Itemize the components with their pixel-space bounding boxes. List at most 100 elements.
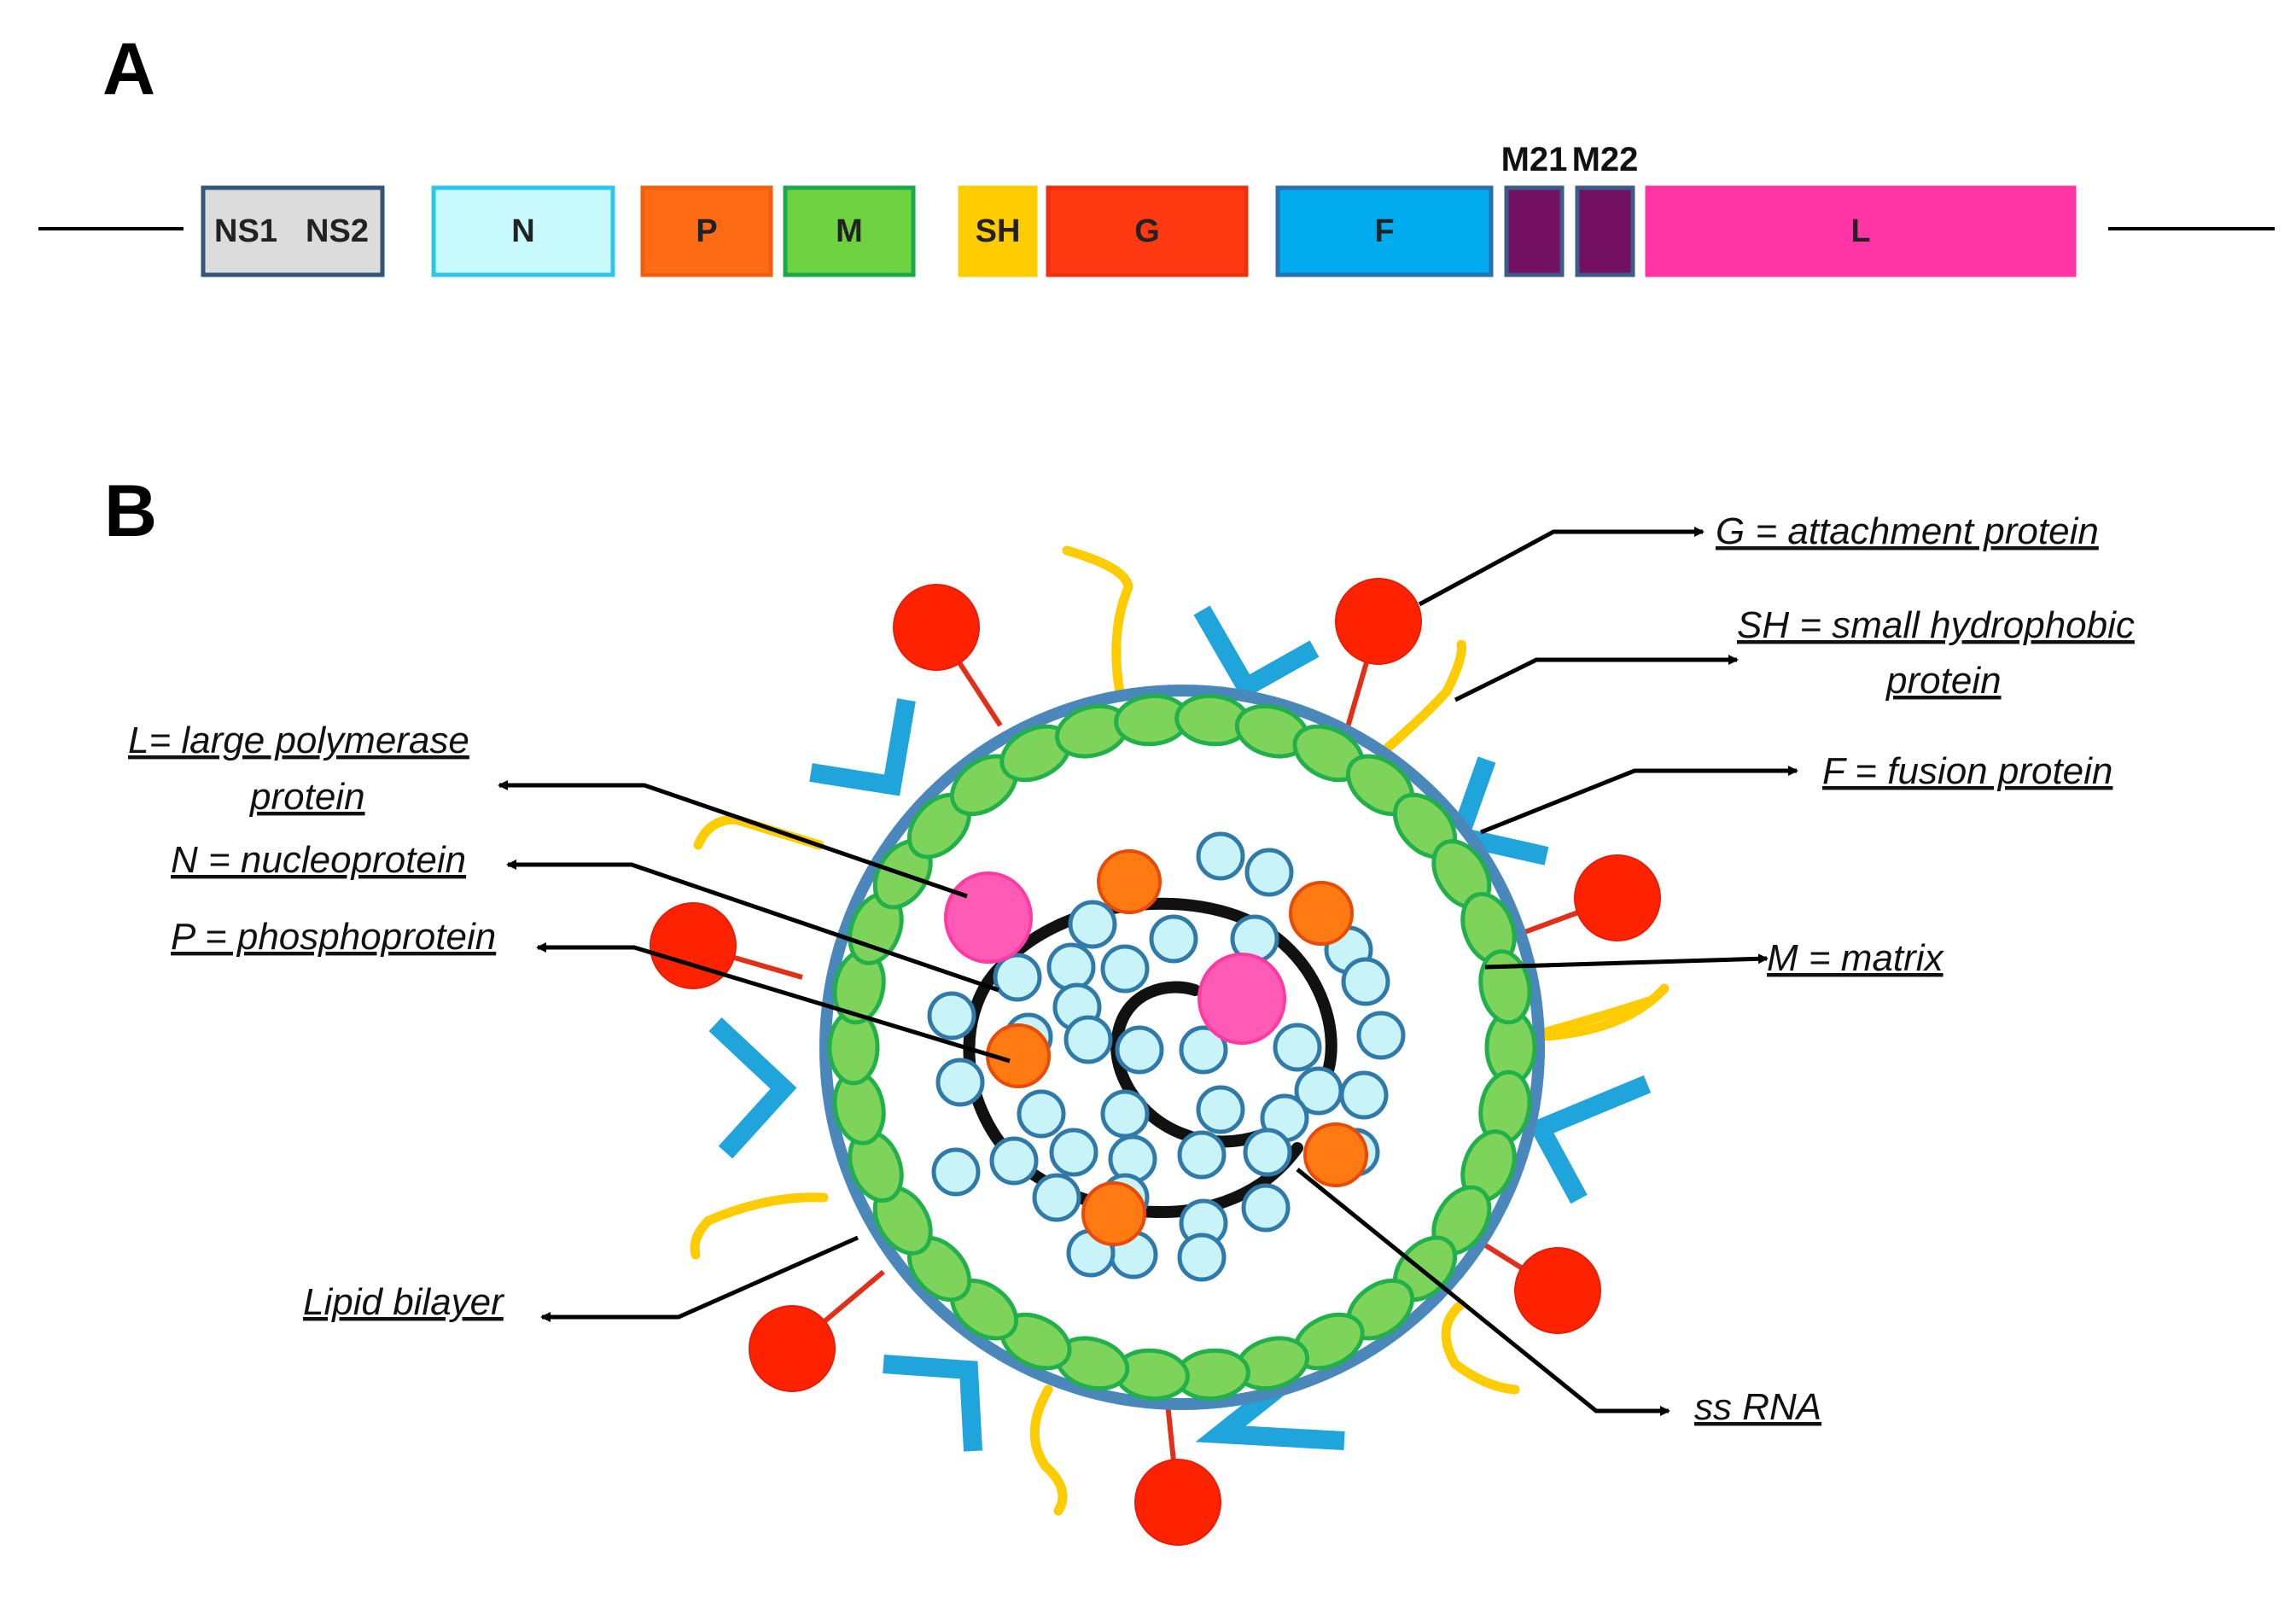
- f-protein: [809, 698, 916, 796]
- phosphoprotein: [1097, 849, 1162, 914]
- l-polymerase: [944, 871, 1033, 964]
- f-protein: [1193, 605, 1320, 700]
- gene-label-f: F: [1374, 213, 1394, 249]
- nucleoprotein: [1177, 1233, 1227, 1282]
- nucleoprotein: [1046, 942, 1096, 992]
- phosphoprotein: [1081, 1181, 1146, 1246]
- nucleoprotein: [1064, 1015, 1113, 1064]
- nucleoprotein: [935, 1058, 985, 1107]
- pointer-arrows: [498, 527, 1798, 1416]
- g-protein: [1134, 1459, 1221, 1546]
- sh-protein: [690, 1192, 829, 1260]
- gene-l: L: [1645, 185, 2077, 277]
- nucleoprotein: [1100, 1089, 1150, 1139]
- gene-label-sh: SH: [976, 213, 1021, 249]
- phosphoprotein: [1303, 1122, 1368, 1187]
- nucleoprotein: [1243, 1128, 1292, 1177]
- label-f-fusion: F = fusion protein: [1822, 750, 2112, 792]
- nucleoprotein: [1356, 1011, 1406, 1060]
- gene-box-m: [783, 185, 916, 277]
- nucleoprotein: [989, 1136, 1039, 1186]
- matrix-protein: [1478, 949, 1532, 1025]
- gene-box-m21: [1504, 185, 1565, 277]
- sh-protein: [1371, 639, 1466, 763]
- g-protein: [1335, 578, 1422, 665]
- arrow-n: [506, 860, 999, 993]
- sh-protein: [1526, 983, 1670, 1042]
- panel-b-letter: B: [104, 470, 157, 552]
- nucleoprotein: [1241, 1183, 1291, 1233]
- arrow-sh: [1454, 655, 1739, 702]
- arrow-l: [498, 780, 968, 899]
- nucleoprotein: [1017, 1089, 1066, 1139]
- label-n-nucleoprotein: N = nucleoprotein: [171, 839, 466, 881]
- label-ss-rna: ss RNA: [1694, 1386, 1821, 1428]
- gene-label-m21: M21: [1501, 141, 1568, 178]
- panel-a-letter: A: [102, 28, 155, 110]
- gene-box-p: [640, 185, 773, 277]
- nucleoprotein: [1115, 1025, 1164, 1075]
- g-protein: [1574, 854, 1661, 941]
- nucleoprotein: [1179, 1025, 1228, 1075]
- gene-box-sh: [958, 185, 1038, 277]
- nucleoprotein: [1341, 957, 1390, 1006]
- nucleoprotein: [931, 1147, 981, 1197]
- gene-label-ns2: NS2: [306, 213, 369, 249]
- gene-n: N: [431, 185, 615, 277]
- arrow-p: [536, 942, 1011, 1064]
- label-l-line2: protein: [248, 776, 365, 818]
- nucleoprotein: [1149, 914, 1198, 964]
- nucleocapsid: [927, 831, 1406, 1282]
- gene-label-g: G: [1134, 213, 1160, 249]
- phosphoprotein: [1289, 881, 1354, 946]
- gene-box-f: [1275, 185, 1494, 277]
- arrow-ssrna: [1296, 1168, 1670, 1416]
- label-p-phosphoprotein: P = phosphoprotein: [171, 916, 496, 958]
- nucleoprotein: [1273, 1023, 1322, 1072]
- gene-label-ns1: NS1: [214, 213, 277, 249]
- nucleoprotein: [993, 953, 1042, 1002]
- gene-box-l: [1645, 185, 2077, 277]
- sh-protein: [1062, 545, 1133, 698]
- sh-protein: [1029, 1384, 1068, 1516]
- gene-label-m: M: [836, 213, 863, 249]
- label-l-line1: L= large polymerase: [128, 720, 469, 761]
- nucleoprotein: [1177, 1130, 1227, 1180]
- gene-box-g: [1046, 185, 1249, 277]
- f-protein: [883, 1355, 982, 1452]
- nucleoprotein: [1339, 1070, 1389, 1120]
- gene-box-ns: [201, 185, 385, 277]
- nucleoprotein: [1068, 900, 1117, 949]
- label-m-matrix: M = matrix: [1767, 937, 1945, 979]
- arrow-f: [1480, 766, 1798, 835]
- g-protein: [749, 1305, 836, 1392]
- label-sh-line1: SH = small hydrophobic: [1737, 604, 2135, 646]
- label-g-attachment: G = attachment protein: [1716, 510, 2099, 552]
- label-sh-line2: protein: [1885, 660, 2002, 702]
- gene-ns: NS1 NS2: [201, 185, 385, 277]
- nucleoprotein: [1100, 944, 1150, 994]
- gene-label-l: L: [1850, 213, 1870, 249]
- gene-box-m22: [1575, 185, 1635, 277]
- gene-m22: M22: [1572, 141, 1639, 277]
- gene-label-m22: M22: [1572, 141, 1639, 178]
- gene-p: P: [640, 185, 773, 277]
- arrow-g: [1418, 527, 1705, 607]
- l-polymerase: [1198, 953, 1286, 1045]
- sh-protein: [1441, 1299, 1520, 1395]
- gene-m: M: [783, 185, 916, 277]
- f-protein: [708, 1017, 797, 1159]
- arrow-m: [1484, 953, 1769, 970]
- gene-sh: SH: [958, 185, 1038, 277]
- legend: G = attachment protein SH = small hydrop…: [128, 510, 2135, 1428]
- gene-label-p: P: [696, 213, 717, 249]
- nucleoprotein: [927, 991, 976, 1040]
- f-protein: [1527, 1075, 1652, 1204]
- nucleoprotein: [1196, 831, 1245, 881]
- gene-m21: M21: [1501, 141, 1568, 277]
- gene-box-n: [431, 185, 615, 277]
- arrow-lipid: [540, 1235, 860, 1322]
- nucleoprotein: [1196, 1085, 1245, 1134]
